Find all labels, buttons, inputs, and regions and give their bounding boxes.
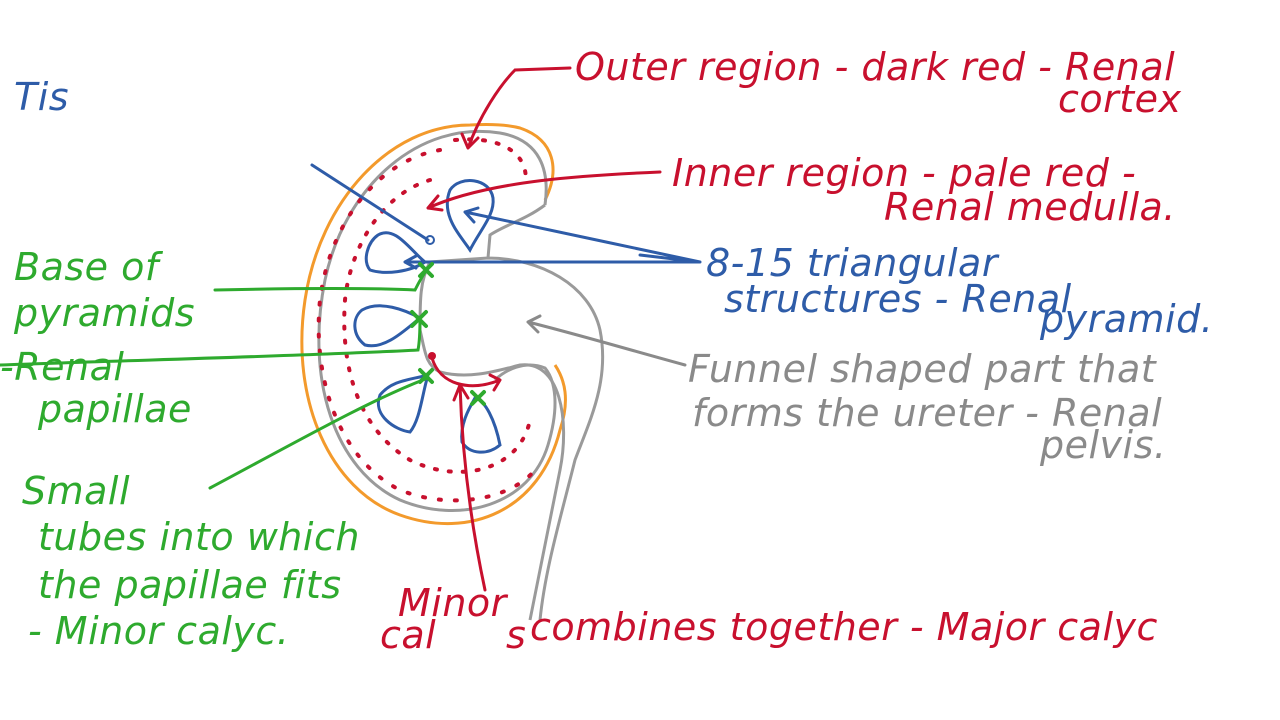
medulla-label-line1: Inner region - pale red - (672, 151, 1137, 195)
minor-calyx-label-line2: tubes into which (38, 515, 360, 559)
renal-pyramid-4 (376, 372, 431, 434)
papilla-marker-3 (418, 368, 434, 384)
pelvis-pointer-arrow (526, 314, 687, 367)
cortex-label-line1: Outer region - dark red - Renal (575, 45, 1176, 89)
minor-calyx-label-line1: Small (22, 469, 131, 513)
minor-calyx-label-line4: - Minor calyc. (28, 609, 290, 653)
pyramid-label-line1: 8-15 triangular (706, 241, 998, 285)
kidney-capsule-outline (300, 122, 567, 526)
cortex-label-line2: cortex (1058, 77, 1182, 121)
renal-pyramid-2 (364, 231, 428, 274)
renal-pelvis-outline (418, 203, 605, 621)
major-calyx-pointer (452, 383, 487, 592)
renal-pyramid-5 (460, 396, 502, 454)
papilla-marker-4 (470, 390, 486, 406)
major-calyx-label-mid: s (506, 613, 527, 657)
papillae-label-line4: papillae (38, 387, 192, 431)
papillae-label-line1: Base of (14, 245, 159, 289)
papilla-marker-2 (410, 310, 428, 328)
pelvis-label-line1: Funnel shaped part that (688, 347, 1157, 391)
papilla-markers (410, 262, 486, 406)
minor-calyx-label-line3: the papillae fits (38, 563, 342, 607)
pyramid-label-line2: structures - Renal (724, 277, 1072, 321)
pelvis-label-line3: pelvis. (1040, 423, 1167, 467)
papillae-label-line3: -Renal (0, 345, 125, 389)
medulla-pointer-arrow (426, 170, 662, 212)
major-calyx-label-rest: combines together - Major calyc (530, 605, 1158, 649)
pyramid-pointer-dot (425, 235, 435, 245)
corner-text: Tis (14, 75, 70, 119)
pelvis-label-line2: forms the ureter - Renal (692, 391, 1163, 435)
papillae-label-line2: pyramids (14, 291, 196, 335)
major-calyx-label-line1: Minor (398, 581, 507, 625)
renal-pyramid-1 (445, 179, 495, 253)
major-calyx-dot (428, 352, 436, 360)
renal-medulla-boundary (342, 178, 532, 474)
cortex-pointer-arrow (460, 66, 572, 150)
pyramid-label-line3: pyramid. (1040, 297, 1214, 341)
kidney-cortex-outline (317, 130, 557, 512)
medulla-label-line2: Renal medulla. (884, 185, 1176, 229)
major-calyx-arc (430, 356, 502, 392)
major-calyx-label-prefix: cal (380, 613, 437, 657)
pyramid-pointer-lines (310, 163, 702, 270)
papilla-marker-1 (418, 262, 434, 278)
renal-cortex-dots (316, 148, 537, 503)
renal-pyramid-3 (353, 304, 423, 348)
